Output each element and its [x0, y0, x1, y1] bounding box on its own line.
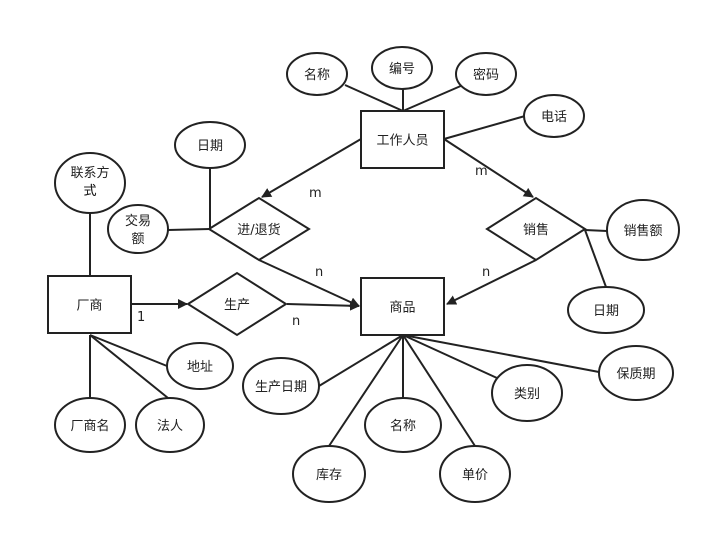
attribute-sale_amount-label: 销售额 [623, 223, 662, 239]
attribute-staff_phone[interactable]: 电话 [523, 94, 585, 138]
attribute-prod_price[interactable]: 单价 [439, 445, 511, 503]
edge-staff-phone [443, 115, 526, 140]
cardinality-trade_product: n [315, 265, 323, 280]
edge-trade-amount [167, 228, 211, 231]
edge-sale-date [584, 229, 607, 288]
edge-vendor-addr [89, 334, 168, 367]
relationship-trade-label: 进/退货 [237, 222, 280, 238]
attribute-prod_name-label: 名称 [390, 418, 416, 434]
attribute-vendor_addr[interactable]: 地址 [166, 342, 234, 390]
cardinality-produce_product: n [292, 314, 300, 329]
attribute-prod_stock[interactable]: 库存 [292, 445, 366, 503]
cardinality-staff_trade: m [309, 186, 322, 201]
attribute-staff_pwd[interactable]: 密码 [455, 52, 517, 96]
attribute-staff_name[interactable]: 名称 [286, 52, 348, 96]
entity-product[interactable]: 商品 [360, 277, 445, 336]
attribute-trade_amount[interactable]: 交易额 [107, 204, 169, 254]
attribute-sale_amount[interactable]: 销售额 [606, 199, 680, 261]
edge-prod-date [318, 334, 404, 387]
edge-prod-price [402, 334, 476, 447]
relationship-trade[interactable]: 进/退货 [207, 196, 311, 262]
attribute-prod_shelf[interactable]: 保质期 [598, 345, 674, 401]
edge-staff-name [344, 84, 404, 112]
attribute-prod_name[interactable]: 名称 [364, 397, 442, 453]
attribute-vendor_name-label: 厂商名 [70, 418, 109, 434]
attribute-prod_cat[interactable]: 类别 [491, 364, 563, 422]
attribute-vendor_name[interactable]: 厂商名 [54, 397, 126, 453]
relationship-produce-label: 生产 [224, 298, 250, 313]
cardinality-sale_product: n [482, 265, 490, 280]
entity-vendor[interactable]: 厂商 [47, 275, 132, 334]
attribute-staff_id-label: 编号 [389, 62, 415, 77]
edge-vendor-legal [89, 334, 169, 399]
relationship-produce[interactable]: 生产 [186, 271, 288, 337]
attribute-staff_name-label: 名称 [304, 67, 330, 83]
attribute-vendor_legal[interactable]: 法人 [135, 397, 205, 453]
edge-sale-amount [584, 229, 608, 232]
edge-staff-sale [443, 138, 534, 198]
attribute-staff_phone-label: 电话 [541, 110, 567, 125]
attribute-vendor_contact-label: 联系方式式 [70, 166, 110, 199]
attribute-trade_amount-label: 交易 [125, 213, 151, 229]
attribute-sale_date[interactable]: 日期 [567, 286, 645, 334]
entity-vendor-label: 厂商 [76, 299, 102, 314]
attribute-prod_shelf-label: 保质期 [616, 367, 655, 382]
attribute-prod_price-label: 单价 [462, 468, 488, 483]
edge-prod-cat [402, 334, 498, 379]
entity-staff[interactable]: 工作人员 [360, 110, 445, 169]
cardinality-vendor_produce: 1 [137, 310, 145, 325]
attribute-vendor_legal-label: 法人 [157, 419, 183, 434]
edge-staff-trade [261, 138, 362, 198]
edge-prod-stock [328, 334, 404, 447]
attribute-trade_date[interactable]: 日期 [174, 121, 246, 169]
attribute-vendor_contact-label-line2: 式 [83, 184, 97, 199]
attribute-staff_id[interactable]: 编号 [371, 46, 433, 90]
edge-staff-pwd [402, 84, 464, 112]
attribute-prod_date-label: 生产日期 [255, 380, 307, 395]
relationship-sale-label: 销售 [523, 222, 549, 238]
edge-sale-product [446, 259, 537, 305]
entity-product-label: 商品 [389, 301, 415, 316]
attribute-prod_date[interactable]: 生产日期 [242, 357, 320, 415]
entity-staff-label: 工作人员 [376, 134, 428, 149]
attribute-trade_amount-label: 额 [131, 232, 144, 247]
attribute-trade_date-label: 日期 [197, 139, 223, 154]
cardinality-staff_sale: m [475, 164, 488, 179]
attribute-vendor_addr-label: 地址 [187, 360, 213, 375]
edge-produce-product [286, 300, 360, 311]
relationship-sale[interactable]: 销售 [485, 196, 587, 262]
attribute-prod_stock-label: 库存 [316, 467, 342, 483]
edge-trade-product [258, 259, 360, 307]
attribute-sale_date-label: 日期 [593, 304, 619, 319]
attribute-prod_cat-label: 类别 [514, 387, 540, 402]
edge-prod-shelf [402, 334, 600, 373]
attribute-staff_pwd-label: 密码 [473, 67, 499, 83]
